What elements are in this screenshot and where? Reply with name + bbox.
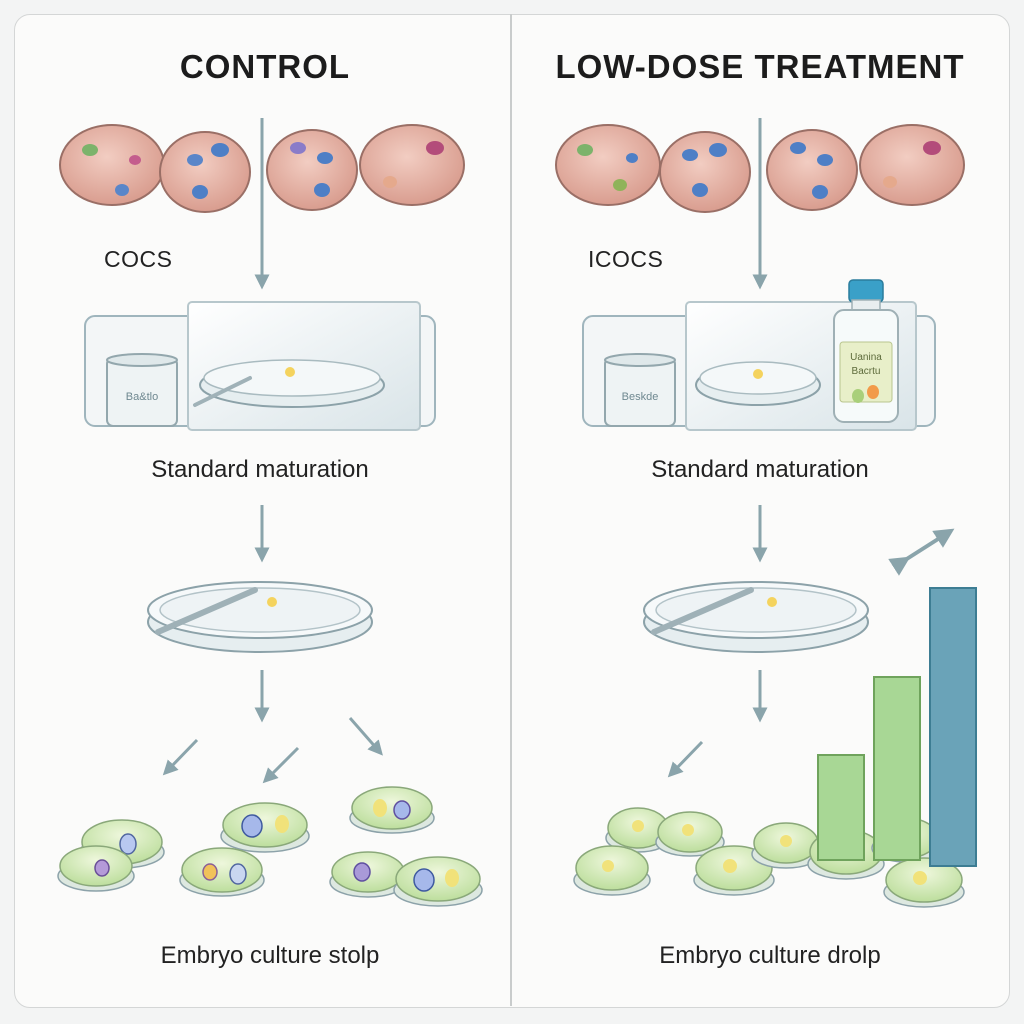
embryo-drop (57, 845, 135, 892)
treatment-heading: LOW-DOSE TREATMENT (555, 48, 965, 85)
bar-medium (873, 676, 921, 861)
treatment-final-label: Embryo culture drolp (659, 942, 881, 969)
control-final-label: Embryo culture stolp (160, 942, 380, 969)
embryo-drop (605, 807, 671, 853)
arrow-diagonal-icon (162, 738, 199, 776)
embryo-drop (751, 822, 821, 869)
embryo-drop (693, 845, 775, 896)
treatment-incubator: Beskde Uanina Bacrtu (582, 279, 936, 431)
treatment-coc-clusters (555, 124, 965, 213)
bottle-label-line2: Bacrtu (852, 366, 881, 377)
treatment-step-label: Standard maturation (651, 456, 869, 483)
control-incubator: Ba&tlo (84, 301, 436, 431)
treatment-cells-label: ICOCS (588, 246, 664, 272)
control-embryo-drops (57, 786, 483, 907)
coc-cell (659, 131, 751, 213)
treatment-bottle: Uanina Bacrtu (833, 279, 899, 423)
control-petri-dish (147, 581, 373, 653)
treatment-embryo-drops (573, 807, 965, 908)
coc-cell (555, 124, 661, 206)
treatment-beaker-label: Beskde (622, 391, 659, 403)
control-beaker-label: Ba&tlo (126, 391, 158, 403)
increase-bars (817, 528, 977, 867)
embryo-drop (393, 856, 483, 907)
embryo-drop (883, 857, 965, 908)
embryo-drop (329, 851, 407, 898)
embryo-drop (655, 811, 725, 857)
embryo-drop (349, 786, 435, 834)
control-heading: CONTROL (179, 48, 351, 85)
treatment-petri-dish (643, 581, 869, 653)
coc-cell (766, 129, 858, 211)
embryo-drop (220, 802, 310, 853)
embryo-drop (179, 847, 265, 897)
panel-divider (510, 14, 512, 1006)
control-cells-label: COCS (104, 246, 173, 272)
bar-small (817, 754, 865, 861)
embryo-drop (573, 845, 651, 896)
coc-cell (859, 124, 965, 206)
coc-cell (159, 131, 251, 213)
arrow-diagonal-icon (348, 717, 383, 756)
double-arrow-icon (888, 528, 955, 576)
arrow-diagonal-icon (667, 740, 704, 778)
arrow-diagonal-icon (262, 746, 300, 784)
flow-arrows (162, 118, 768, 784)
coc-cell (359, 124, 465, 206)
bottle-label-line1: Uanina (850, 352, 882, 363)
control-step-label: Standard maturation (151, 456, 369, 483)
control-coc-clusters (59, 124, 465, 213)
coc-cell (59, 124, 165, 206)
bar-large (929, 587, 977, 867)
coc-cell (266, 129, 358, 211)
